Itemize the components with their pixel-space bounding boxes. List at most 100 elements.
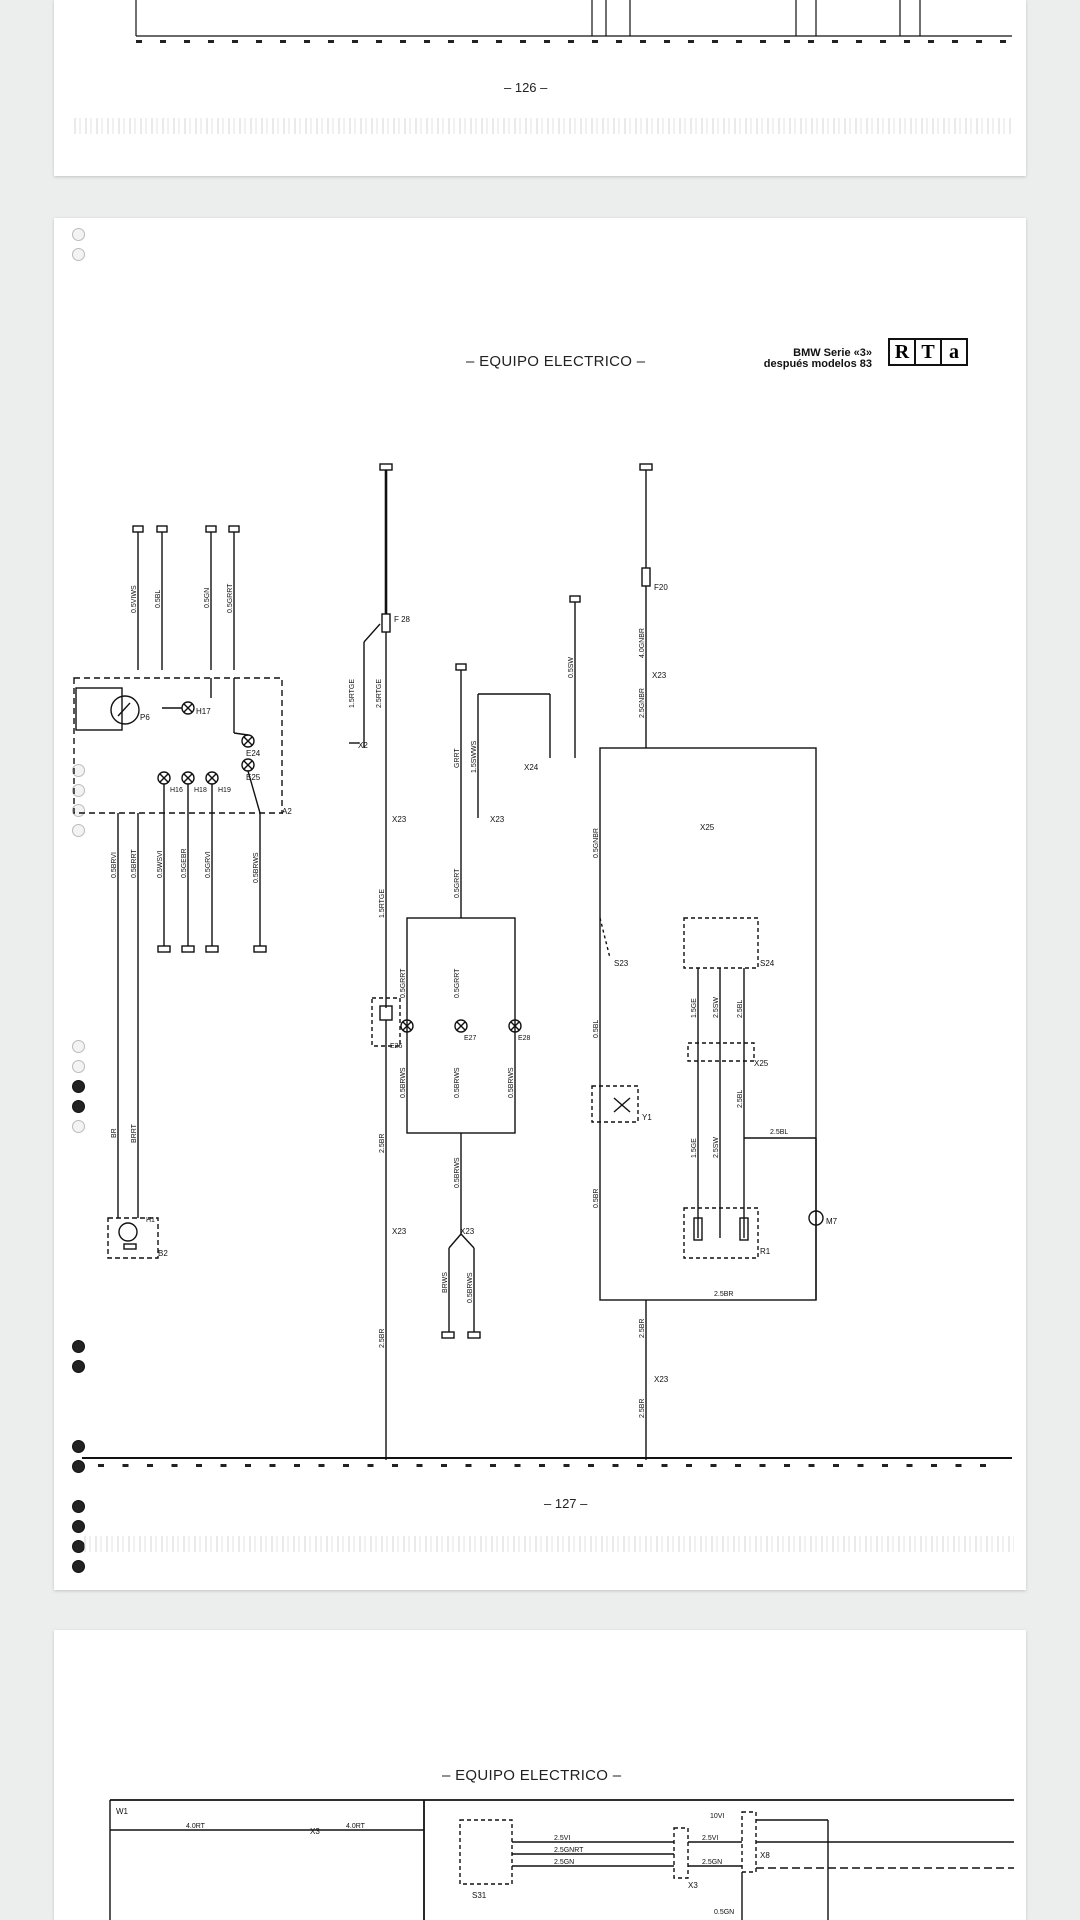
label-h1: H1 xyxy=(146,1217,155,1224)
binder-hole xyxy=(72,1120,85,1133)
tick-mark xyxy=(686,1464,692,1467)
wire-label: 4.0GNBR xyxy=(639,628,646,658)
wire-label: 2.5GNBR xyxy=(639,688,646,718)
tick-mark xyxy=(448,40,454,43)
wire-label: GRRT xyxy=(454,748,461,768)
tick-mark xyxy=(640,40,646,43)
wire-label: 1.5RTGE xyxy=(379,889,386,918)
wire-label: 0.5BR xyxy=(593,1189,600,1208)
binder-hole xyxy=(72,1080,85,1093)
tick-mark xyxy=(931,1464,937,1467)
label-h17: H17 xyxy=(196,707,211,716)
tick-mark xyxy=(832,40,838,43)
wire-label: 0.5GRRT xyxy=(454,868,461,898)
tick-mark xyxy=(220,1464,227,1467)
wire-label: 0.5BRWS xyxy=(400,1067,407,1098)
tick-mark xyxy=(784,1464,790,1467)
model-line-2: después modelos 83 xyxy=(763,358,872,370)
wire-label: 2.5BR xyxy=(639,1399,646,1418)
scan-noise xyxy=(84,1536,1014,1552)
wire-label: 2.5BL xyxy=(737,1090,744,1108)
tick-mark xyxy=(520,40,526,43)
label-e26: E26 xyxy=(390,1043,403,1050)
tick-mark xyxy=(280,40,286,43)
tick-mark xyxy=(328,40,334,43)
document-page-126: – 126 – xyxy=(54,0,1026,176)
wire-label: 0.5BL xyxy=(593,1020,600,1038)
label-h18: H18 xyxy=(194,787,207,794)
wire-label: 0.5GRVI xyxy=(205,851,212,878)
label-x23: X23 xyxy=(392,1227,407,1236)
label-s24: S24 xyxy=(760,959,775,968)
binder-hole xyxy=(72,228,85,241)
wire-label: 0.5BRRT xyxy=(131,849,138,878)
schematic-page-128: W1 4.0RT X3 4.0RT S31 2.5VI 2.5GNRT 2.5G… xyxy=(109,1799,1014,1920)
label-x23: X23 xyxy=(392,815,407,824)
tick-mark xyxy=(637,1464,643,1467)
binder-hole xyxy=(72,1460,85,1473)
tick-mark xyxy=(904,40,910,43)
wire-label: 0.5GRRT xyxy=(400,968,407,998)
wire-label: 1.5GE xyxy=(691,998,698,1018)
label-p6: P6 xyxy=(140,713,150,722)
tick-mark xyxy=(856,40,862,43)
wire-label: 0.5GRRT xyxy=(227,583,234,613)
wire-label: 2.5SW xyxy=(713,1137,720,1158)
label-b2: B2 xyxy=(158,1249,168,1258)
scan-noise xyxy=(74,118,1014,134)
label-e25: E25 xyxy=(246,773,261,782)
wire-label: 2.5BR xyxy=(379,1134,386,1153)
tick-mark xyxy=(955,1464,962,1467)
tick-mark xyxy=(906,1464,913,1467)
tick-mark xyxy=(490,1464,496,1467)
tick-mark xyxy=(857,1464,864,1467)
tick-mark xyxy=(539,1464,545,1467)
wire-label: 4.0RT xyxy=(346,1823,366,1830)
tick-mark xyxy=(160,40,166,43)
label-e28: E28 xyxy=(518,1035,531,1042)
wire-label: 1.5SWWS xyxy=(471,740,478,773)
wiring-diagram: F 28 F20 X23 X23 X23 X23 X23 X23 X24 X25… xyxy=(73,463,1012,1467)
binder-hole xyxy=(72,1440,85,1453)
tick-mark xyxy=(616,40,622,43)
logo-letter: a xyxy=(940,340,966,364)
binder-hole xyxy=(72,248,85,261)
label-h16: H16 xyxy=(170,787,183,794)
wire-label: 0.5BL xyxy=(155,590,162,608)
wire-label: 1.5GE xyxy=(691,1138,698,1158)
wire-label: 0.5SW xyxy=(568,657,575,678)
tick-mark xyxy=(612,1464,619,1467)
tick-mark xyxy=(808,40,814,43)
wire-label: 1.5RTGE xyxy=(349,679,356,708)
tick-mark xyxy=(400,40,406,43)
binder-hole xyxy=(72,1500,85,1513)
wire-label: 2.5SW xyxy=(713,997,720,1018)
label-x25: X25 xyxy=(754,1059,769,1068)
tick-mark xyxy=(304,40,310,43)
page-number: – 126 – xyxy=(504,80,548,95)
label-w1: W1 xyxy=(116,1807,129,1816)
tick-mark xyxy=(808,1464,815,1467)
label-h19: H19 xyxy=(218,787,231,794)
tick-mark xyxy=(712,40,718,43)
wire-label: 2.5BL xyxy=(770,1129,788,1136)
tick-mark xyxy=(976,40,982,43)
wire-label: 0.5GNBR xyxy=(593,828,600,858)
tick-mark xyxy=(245,1464,251,1467)
tick-mark xyxy=(664,40,670,43)
tick-mark xyxy=(122,1464,129,1467)
label-y1: Y1 xyxy=(642,1113,652,1122)
binder-hole xyxy=(72,764,85,777)
tick-mark xyxy=(147,1464,153,1467)
wire-label: 0.5GN xyxy=(204,588,211,608)
wire-label: 0.5BRWS xyxy=(467,1272,474,1303)
tick-mark xyxy=(688,40,694,43)
wire-label: 0.5BRWS xyxy=(508,1067,515,1098)
tick-mark xyxy=(759,1464,766,1467)
schematic-page-126 xyxy=(135,0,1012,43)
wire-label: 2.5RTGE xyxy=(376,679,383,708)
binder-hole xyxy=(72,784,85,797)
wire-label: 2.5VI xyxy=(554,1835,570,1842)
page-number: – 127 – xyxy=(544,1496,588,1511)
wire-label: 2.5VI xyxy=(702,1835,718,1842)
